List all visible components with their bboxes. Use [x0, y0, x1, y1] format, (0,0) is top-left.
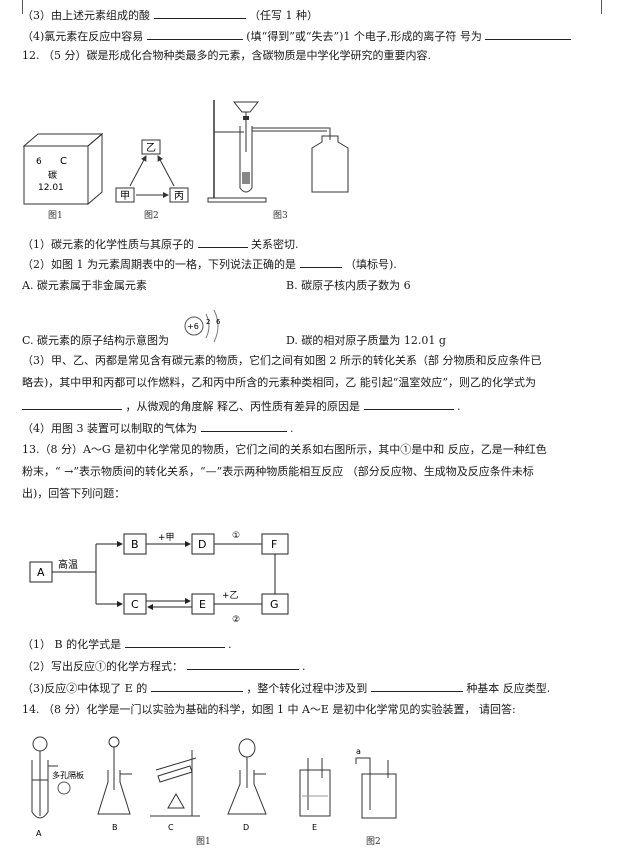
- fig3-caption: 图3: [273, 211, 288, 221]
- answer-blank[interactable]: [370, 680, 463, 692]
- q12-sub2: （2）如图 1 为元素周期表中的一格，下列说法正确的是 （填标号).: [22, 256, 397, 272]
- fig1-periodic-cell: 6 C 碳 12.01: [22, 132, 104, 206]
- answer-blank[interactable]: [197, 236, 248, 248]
- node-yi: 乙: [146, 142, 156, 154]
- fig1-caption: 图1: [48, 211, 63, 221]
- text: 关系密切.: [251, 238, 299, 251]
- node-jia: 甲: [120, 191, 130, 202]
- element-name: 碳: [48, 169, 57, 181]
- q13-heading-3: 出)，回答下列问题：: [22, 487, 126, 500]
- q13-sub2: （2）写出反应①的化学方程式： .: [22, 658, 306, 674]
- q13-transformation-diagram: A B D F C E G 高温 +甲 ① +乙 ②: [29, 531, 289, 624]
- label-reaction-1: ①: [232, 531, 240, 541]
- label-plus-jia: +甲: [158, 532, 175, 543]
- answer-blank[interactable]: [153, 7, 246, 19]
- q14-heading: 14. （8 分）化学是一门以实验为基础的科学，如图 1 中 A～E 是初中化学…: [22, 703, 516, 716]
- text: ，整个转化过程中涉及到: [246, 682, 368, 695]
- q11-line-3: （3）由上述元素组成的酸 （任写 1 种）: [22, 7, 318, 23]
- text: （1） B 的化学式是: [22, 638, 122, 651]
- shell-1-electrons: 2: [206, 318, 210, 326]
- text: （2）写出反应①的化学方程式：: [22, 660, 183, 673]
- q14-fig1-caption: 图1: [196, 837, 211, 847]
- nucleus-charge: +6: [187, 322, 199, 331]
- corner-mark-right: [601, 0, 602, 14]
- text: (填“得到”或“失去”)1 个电子,形成的离子符 号为: [246, 30, 482, 43]
- answer-blank[interactable]: [124, 636, 225, 648]
- q12-sub4: （4）用图 3 装置可以制取的气体为 .: [22, 420, 294, 436]
- answer-blank[interactable]: [363, 398, 454, 410]
- answer-blank[interactable]: [200, 420, 287, 432]
- box-c: C: [131, 598, 139, 611]
- option-c: C. 碳元素的原子结构示意图为: [22, 334, 170, 347]
- box-f: F: [271, 538, 277, 551]
- box-e: E: [199, 598, 206, 611]
- condition-high-temp: 高温: [58, 558, 78, 571]
- text: .: [457, 400, 461, 413]
- label-c: C: [168, 823, 174, 832]
- answer-blank[interactable]: [150, 680, 243, 692]
- shell-2-electrons: 6: [216, 318, 221, 326]
- port-a-label: a: [356, 747, 361, 756]
- option-d: D. 碳的相对原子质量为 12.01 g: [286, 334, 446, 347]
- box-d: D: [198, 538, 206, 551]
- box-a: A: [37, 566, 45, 579]
- element-symbol: C: [60, 156, 67, 167]
- text: ，从微观的角度解 释乙、丙性质有差异的原因是: [125, 400, 361, 413]
- text: （4)氯元素在反应中容易: [22, 30, 144, 43]
- answer-blank[interactable]: [299, 256, 342, 268]
- text: （1）碳元素的化学性质与其原子的: [22, 238, 194, 251]
- text: （3）由上述元素组成的酸: [22, 9, 150, 22]
- label-plus-yi: +乙: [222, 590, 239, 601]
- text: .: [228, 638, 232, 651]
- text: .: [302, 660, 306, 673]
- text: 种基本 反应类型.: [466, 682, 551, 695]
- atomic-mass: 12.01: [38, 183, 64, 193]
- label-a: A: [36, 829, 42, 838]
- option-a: A. 碳元素属于非金属元素: [22, 279, 147, 292]
- q14-fig2-caption: 图2: [366, 837, 381, 847]
- fig2-triangle-diagram: 乙 甲 丙: [115, 139, 189, 203]
- corner-mark-left: [22, 0, 23, 14]
- q11-line-4: （4)氯元素在反应中容易 (填“得到”或“失去”)1 个电子,形成的离子符 号为: [22, 28, 572, 44]
- q13-sub3: （3)反应②中体现了 E 的 ，整个转化过程中涉及到 种基本 反应类型.: [22, 680, 550, 696]
- answer-blank[interactable]: [485, 28, 572, 40]
- fig3-gas-apparatus: [207, 100, 349, 203]
- label-reaction-2: ②: [232, 615, 240, 624]
- porous-plate-label: 多孔隔板: [52, 770, 84, 780]
- label-e: E: [312, 823, 317, 832]
- box-g: G: [270, 598, 279, 611]
- label-d: D: [243, 823, 249, 832]
- option-b: B. 碳原子核内质子数为 6: [286, 279, 411, 292]
- q13-heading-1: 13.（8 分）A～G 是初中化学常见的物质，它们之间的关系如右图所示，其中①是…: [22, 443, 547, 456]
- answer-blank[interactable]: [146, 28, 243, 40]
- fig2-caption: 图2: [144, 211, 159, 221]
- carbon-atom-structure-diagram: +6 2 6: [184, 309, 221, 343]
- text: （填标号).: [345, 258, 397, 271]
- text: （4）用图 3 装置可以制取的气体为: [22, 422, 197, 435]
- label-b: B: [112, 823, 118, 832]
- q12-sub3-line3: ，从微观的角度解 释乙、丙性质有差异的原因是 .: [22, 398, 461, 414]
- q14-lab-apparatus: 多孔隔板 A B C D E a: [31, 736, 397, 838]
- text: .: [290, 422, 294, 435]
- q12-heading: 12. （5 分）碳是形成化合物种类最多的元素，含碳物质是中学化学研究的重要内容…: [22, 49, 431, 62]
- text: （3)反应②中体现了 E 的: [22, 682, 148, 695]
- q12-sub3-line1: （3）甲、乙、丙都是常见含有碳元素的物质，它们之间有如图 2 所示的转化关系（部…: [22, 354, 542, 367]
- atomic-number: 6: [36, 157, 42, 167]
- node-bing: 丙: [174, 191, 184, 202]
- text: （2）如图 1 为元素周期表中的一格，下列说法正确的是: [22, 258, 296, 271]
- answer-blank[interactable]: [22, 398, 122, 410]
- q12-sub1: （1）碳元素的化学性质与其原子的 关系密切.: [22, 236, 299, 252]
- text: （任写 1 种）: [249, 9, 318, 22]
- q13-heading-2: 粉末，“ →”表示物质间的转化关系，“—”表示两种物质能相互反应 （部分反应物、…: [22, 465, 534, 478]
- box-b: B: [131, 538, 139, 551]
- q13-sub1: （1） B 的化学式是 .: [22, 636, 232, 652]
- q12-sub3-line2: 略去)，其中甲和丙都可以作燃料，乙和丙中所含的元素种类相同，乙 能引起“温室效应…: [22, 376, 537, 389]
- answer-blank[interactable]: [186, 658, 299, 670]
